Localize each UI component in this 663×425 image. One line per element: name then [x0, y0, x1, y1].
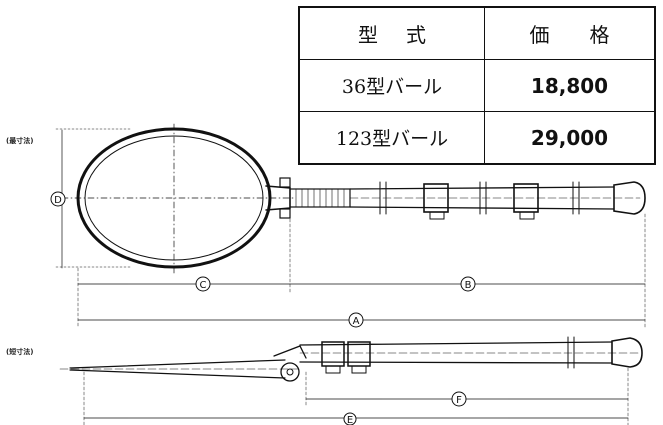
row-model: 36型バール	[298, 59, 485, 112]
dim-marker-d: D	[50, 191, 66, 207]
dim-marker-b: B	[460, 276, 476, 292]
hinge-wheel	[280, 362, 300, 382]
short-handle-grip	[611, 337, 643, 368]
extended-size-label: (最寸法)	[6, 137, 34, 145]
svg-text:B: B	[465, 280, 472, 291]
header-price: 価格	[484, 6, 656, 60]
dim-marker-c: C	[195, 276, 211, 292]
pole-bottom-edge	[349, 206, 615, 210]
svg-text:D: D	[54, 195, 62, 206]
svg-text:F: F	[456, 395, 462, 406]
extended-pole-drawing	[55, 123, 646, 329]
break-mark-3	[572, 181, 580, 215]
lock-clamp-1-tab	[429, 211, 445, 220]
break-mark-1	[379, 181, 387, 215]
table-row: 123型バール 29,000	[298, 111, 656, 165]
clip-bottom	[279, 208, 291, 219]
row-price: 18,800	[484, 59, 656, 112]
row-price: 29,000	[484, 111, 656, 165]
break-mark-2	[479, 181, 487, 215]
table-header-row: 型式 価格	[298, 6, 656, 60]
retracted-size-label: (短寸法)	[6, 348, 34, 356]
dim-marker-f: F	[451, 391, 467, 407]
retracted-pole-drawing	[59, 336, 643, 425]
svg-text:E: E	[347, 415, 353, 425]
dim-marker-e: E	[343, 412, 357, 425]
hinge-center	[286, 368, 294, 376]
dim-marker-a: A	[348, 312, 364, 328]
handle-grip	[613, 181, 646, 215]
short-pole-top	[299, 341, 613, 346]
folded-frame	[69, 359, 286, 379]
dimension-markers: D C B A F E	[50, 191, 476, 425]
svg-text:C: C	[200, 280, 207, 291]
svg-text:A: A	[353, 316, 360, 327]
pole-top-edge	[349, 186, 615, 190]
price-table: 型式 価格 36型バール 18,800 123型バール 29,000	[298, 6, 656, 165]
table-row: 36型バール 18,800	[298, 59, 656, 112]
short-pole-bottom	[299, 361, 613, 364]
clip-top	[279, 177, 291, 188]
lock-clamp-2-tab	[519, 211, 535, 220]
row-model: 123型バール	[298, 111, 485, 165]
